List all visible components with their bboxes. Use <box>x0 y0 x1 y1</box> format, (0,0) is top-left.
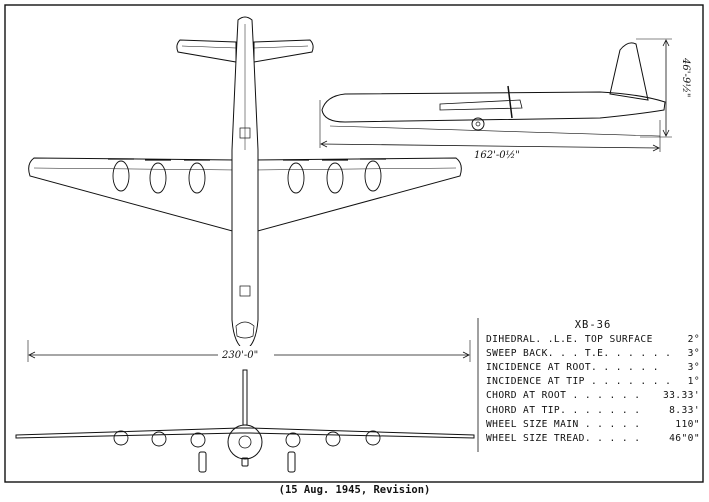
spec-label: INCIDENCE AT TIP . . . . . . . <box>486 376 672 388</box>
front-nacelles <box>113 430 381 448</box>
length-dimension-label: 162'-0½" <box>474 150 520 161</box>
caption: (15 Aug. 1945, Revision) <box>278 484 431 496</box>
bomb-bay-aft <box>239 127 251 139</box>
propellers <box>108 158 386 161</box>
ground-line <box>329 125 661 137</box>
vertical-fin <box>609 42 649 101</box>
spec-row: WHEEL SIZE TREAD. . . . . 46"0" <box>486 432 700 446</box>
spec-value: 33.33' <box>662 390 700 402</box>
spec-label: CHORD AT ROOT . . . . . . <box>486 390 641 402</box>
spec-label: WHEEL SIZE TREAD. . . . . <box>486 432 641 444</box>
nacelles <box>112 160 382 194</box>
nose-glazing <box>235 321 255 339</box>
fuselage-plan <box>231 16 259 351</box>
spec-value: 3° <box>687 348 700 360</box>
propeller-side <box>507 85 513 119</box>
horizontal-stabilizer <box>176 39 314 63</box>
spec-row: SWEEP BACK. . . T.E. . . . . . 3° <box>486 347 700 361</box>
spec-label: INCIDENCE AT ROOT. . . . . . <box>486 362 659 374</box>
spec-row: INCIDENCE AT TIP . . . . . . . 1° <box>486 375 700 389</box>
spec-label: SWEEP BACK. . . T.E. . . . . . <box>486 348 672 360</box>
front-view: 230'-0" <box>15 340 475 473</box>
right-wing <box>253 157 462 233</box>
drawing-border <box>4 4 704 483</box>
span-dimension-label: 230'-0" <box>221 350 258 361</box>
spec-value: 3° <box>687 362 700 374</box>
spec-row: INCIDENCE AT ROOT. . . . . . 3° <box>486 361 700 375</box>
spec-value: 2° <box>687 334 700 346</box>
spec-label: WHEEL SIZE MAIN . . . . . <box>486 418 641 430</box>
front-fuselage <box>227 424 263 460</box>
spec-label: DIHEDRAL. .L.E. TOP SURFACE <box>486 334 653 346</box>
left-wing <box>28 157 237 233</box>
height-dimension-label: 46'-9½" <box>680 57 691 98</box>
spec-title: XB-36 <box>574 319 612 331</box>
spec-row: CHORD AT ROOT . . . . . . 33.33' <box>486 389 700 403</box>
side-view: 46'-9½" 162'-0½" <box>319 38 691 161</box>
spec-label: CHORD AT TIP. . . . . . . <box>486 404 641 416</box>
spec-row: DIHEDRAL. .L.E. TOP SURFACE 2° <box>486 333 700 347</box>
front-main-gear <box>198 451 296 473</box>
spec-row: CHORD AT TIP. . . . . . . 8.33' <box>486 404 700 418</box>
spec-value: 1° <box>687 376 700 388</box>
spec-value: 110" <box>675 418 700 430</box>
front-wing <box>15 427 475 439</box>
fuselage-side <box>321 91 666 123</box>
front-fin <box>242 369 248 426</box>
length-dimension-line <box>320 143 660 149</box>
spec-value: 46"0" <box>669 432 700 444</box>
main-wheel-side <box>471 117 485 131</box>
spec-row: WHEEL SIZE MAIN . . . . . 110" <box>486 418 700 432</box>
bomb-bay-fwd <box>239 285 251 297</box>
spec-value: 8.33' <box>669 404 700 416</box>
wing-side <box>439 99 523 111</box>
plan-view <box>28 16 462 351</box>
